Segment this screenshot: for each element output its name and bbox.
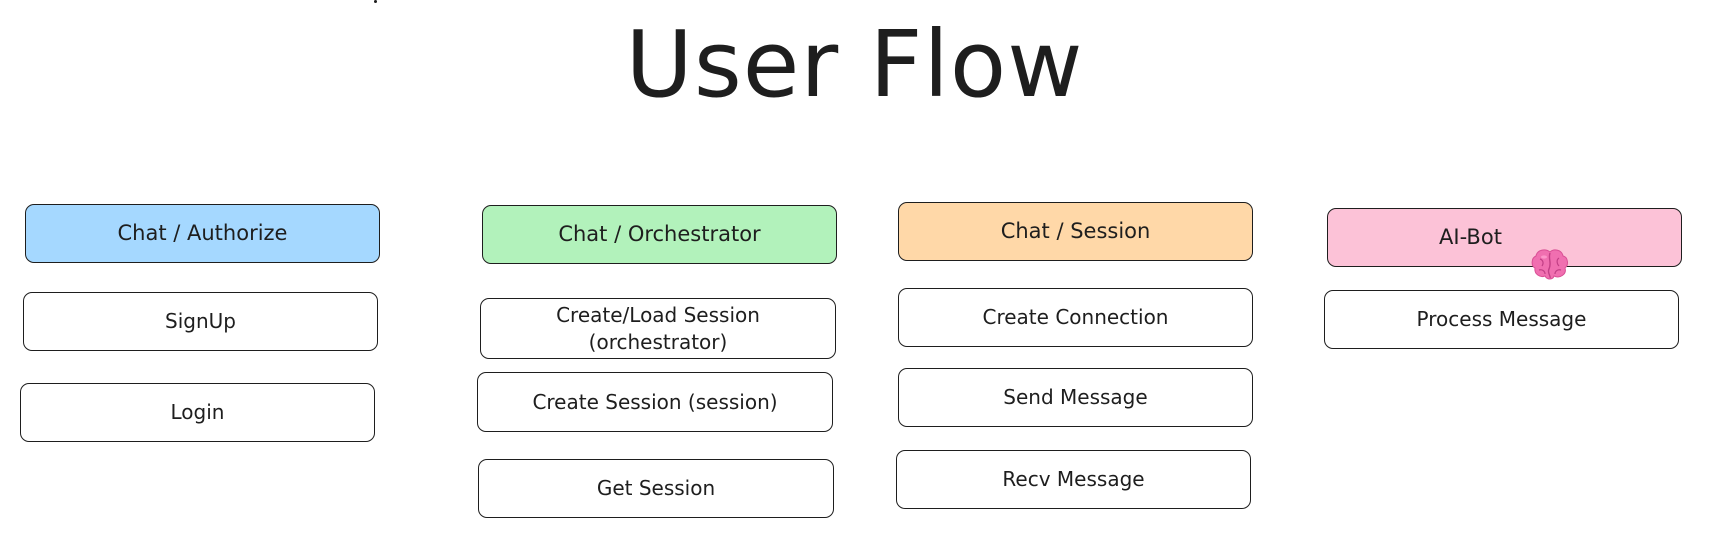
flow-step-label: Recv Message: [1002, 467, 1145, 491]
flow-step-create-session[interactable]: Create Session (session): [477, 372, 833, 432]
flow-step-label: Process Message: [1416, 307, 1587, 331]
brain-icon: [1530, 220, 1570, 279]
group-header-chat-authorize[interactable]: Chat / Authorize: [25, 204, 380, 263]
flow-step-get-session[interactable]: Get Session: [478, 459, 834, 518]
flow-step-create-load-session[interactable]: Create/Load Session (orchestrator): [480, 298, 836, 359]
group-header-chat-session[interactable]: Chat / Session: [898, 202, 1253, 261]
group-header-chat-orchestrator[interactable]: Chat / Orchestrator: [482, 205, 837, 264]
stray-dot: [374, 0, 377, 3]
group-header-label: Chat / Orchestrator: [558, 222, 761, 246]
flow-step-signup[interactable]: SignUp: [23, 292, 378, 351]
group-header-label: Chat / Session: [1000, 219, 1151, 243]
flow-step-login[interactable]: Login: [20, 383, 375, 442]
flow-step-create-connection[interactable]: Create Connection: [898, 288, 1253, 347]
group-header-ai-bot[interactable]: AI-Bot: [1327, 208, 1682, 279]
diagram-title: User Flow: [625, 11, 1084, 118]
group-header-label: AI-Bot: [1439, 225, 1502, 249]
flow-step-label: Send Message: [1003, 385, 1148, 409]
flow-step-label: Get Session: [596, 476, 716, 500]
flow-step-recv-message[interactable]: Recv Message: [896, 450, 1251, 509]
group-header-label: Chat / Authorize: [117, 221, 288, 245]
flow-step-label: Login: [170, 400, 225, 424]
flow-step-send-message[interactable]: Send Message: [898, 368, 1253, 427]
flow-step-label: Create Connection: [982, 305, 1169, 329]
flow-step-label: Create Session (session): [532, 389, 778, 414]
flow-step-label: SignUp: [165, 309, 236, 333]
flow-step-process-message[interactable]: Process Message: [1324, 290, 1679, 349]
flow-step-label: Create/Load Session (orchestrator): [556, 302, 760, 354]
